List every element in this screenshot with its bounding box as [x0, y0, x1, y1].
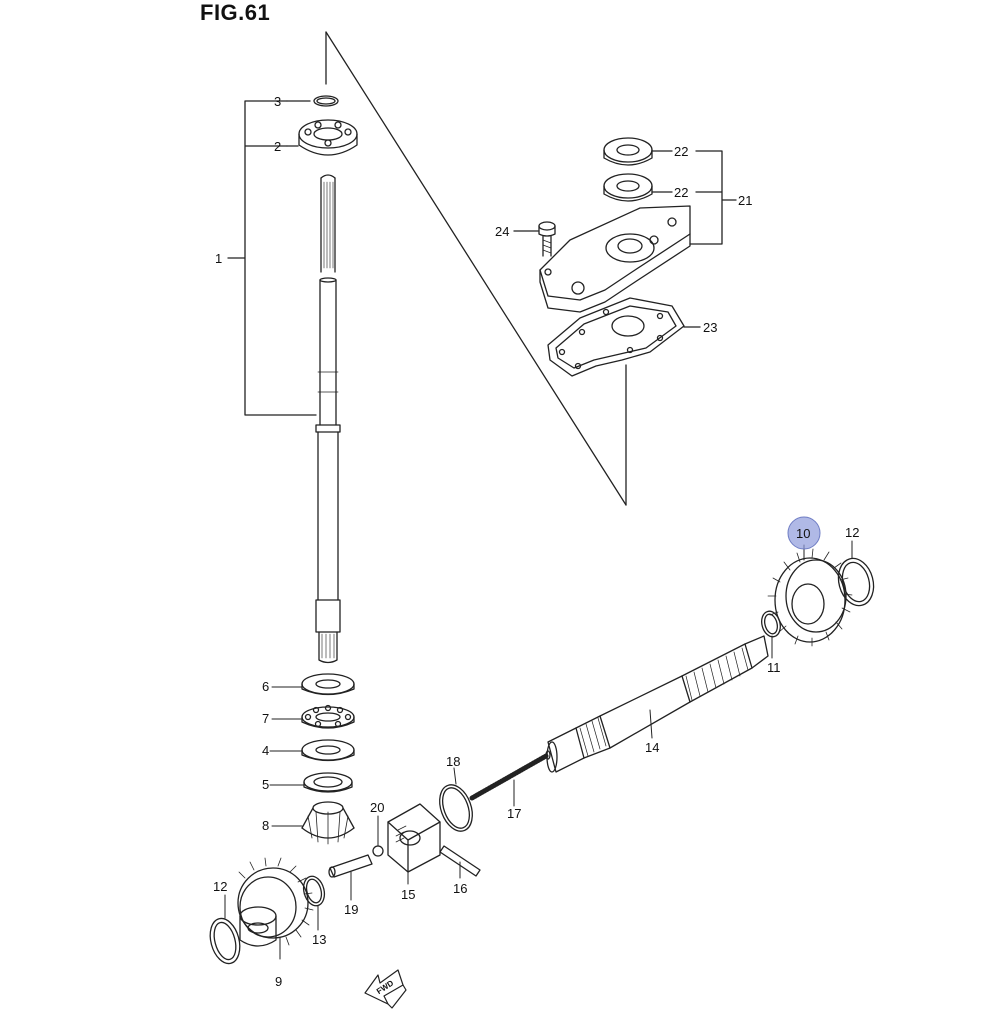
shim-12-left [209, 917, 241, 965]
oil-seal-22-bottom [603, 173, 653, 202]
part-label[interactable]: 7 [262, 711, 269, 726]
reverse-gear [767, 548, 853, 647]
part-label[interactable]: 12 [213, 879, 227, 894]
pin-19 [328, 854, 373, 878]
spring-17 [469, 750, 551, 801]
thrust-washer-6 [301, 673, 355, 696]
part-label[interactable]: 22 [674, 144, 688, 159]
gasket-23 [547, 297, 685, 377]
leader-lines [224, 540, 853, 960]
pinion-gear [301, 801, 355, 845]
part-label[interactable]: 13 [312, 932, 326, 947]
fwd-arrow-icon: FWD [364, 969, 407, 1009]
shim-13 [302, 875, 326, 907]
clutch-dog [387, 803, 441, 873]
part-label[interactable]: 12 [845, 525, 859, 540]
bolt-24 [538, 221, 556, 257]
part-label[interactable]: 21 [738, 193, 752, 208]
part-labels: 1 2 3 4 5 6 7 8 9 10 11 12 12 13 14 15 1… [213, 94, 859, 989]
part-label[interactable]: 5 [262, 777, 269, 792]
oil-seal-22-top [603, 137, 653, 166]
part-label[interactable]: 11 [767, 660, 781, 675]
part-label[interactable]: 4 [262, 743, 269, 758]
part-21-bracket [513, 150, 737, 328]
part-label[interactable]: 19 [344, 902, 358, 917]
drive-shaft [315, 174, 341, 664]
retaining-ring-18 [439, 784, 473, 832]
part-label[interactable]: 14 [645, 740, 659, 755]
part-label[interactable]: 16 [453, 881, 467, 896]
part-label[interactable]: 17 [507, 806, 521, 821]
projection-lines [325, 31, 627, 506]
oil-seal-housing [539, 205, 691, 313]
part-label[interactable]: 22 [674, 185, 688, 200]
part-label[interactable]: 20 [370, 800, 384, 815]
part-label[interactable]: 1 [215, 251, 222, 266]
part-label[interactable]: 3 [274, 94, 281, 109]
forward-gear [237, 857, 314, 947]
part-label[interactable]: 8 [262, 818, 269, 833]
pin-16 [439, 845, 481, 877]
shim-11 [761, 610, 781, 638]
detent-ball [372, 845, 384, 857]
part-label[interactable]: 6 [262, 679, 269, 694]
part-10-highlight[interactable] [787, 516, 821, 550]
part-label[interactable]: 9 [275, 974, 282, 989]
thrust-bearing-7 [301, 704, 355, 729]
shim-12-right [837, 557, 875, 607]
part-label[interactable]: 15 [401, 887, 415, 902]
part-label[interactable]: 23 [703, 320, 717, 335]
part-1-bracket [227, 100, 317, 416]
shim-5 [303, 772, 353, 793]
part-label[interactable]: 18 [446, 754, 460, 769]
part-label-highlighted[interactable]: 10 [796, 526, 810, 541]
thrust-washer-4 [301, 739, 355, 762]
part-label[interactable]: 2 [274, 139, 281, 154]
circlip [313, 95, 339, 107]
propeller-shaft [546, 635, 769, 773]
part-label[interactable]: 24 [495, 224, 509, 239]
figure-title: FIG.61 [200, 0, 271, 25]
ball-bearing [298, 119, 358, 156]
